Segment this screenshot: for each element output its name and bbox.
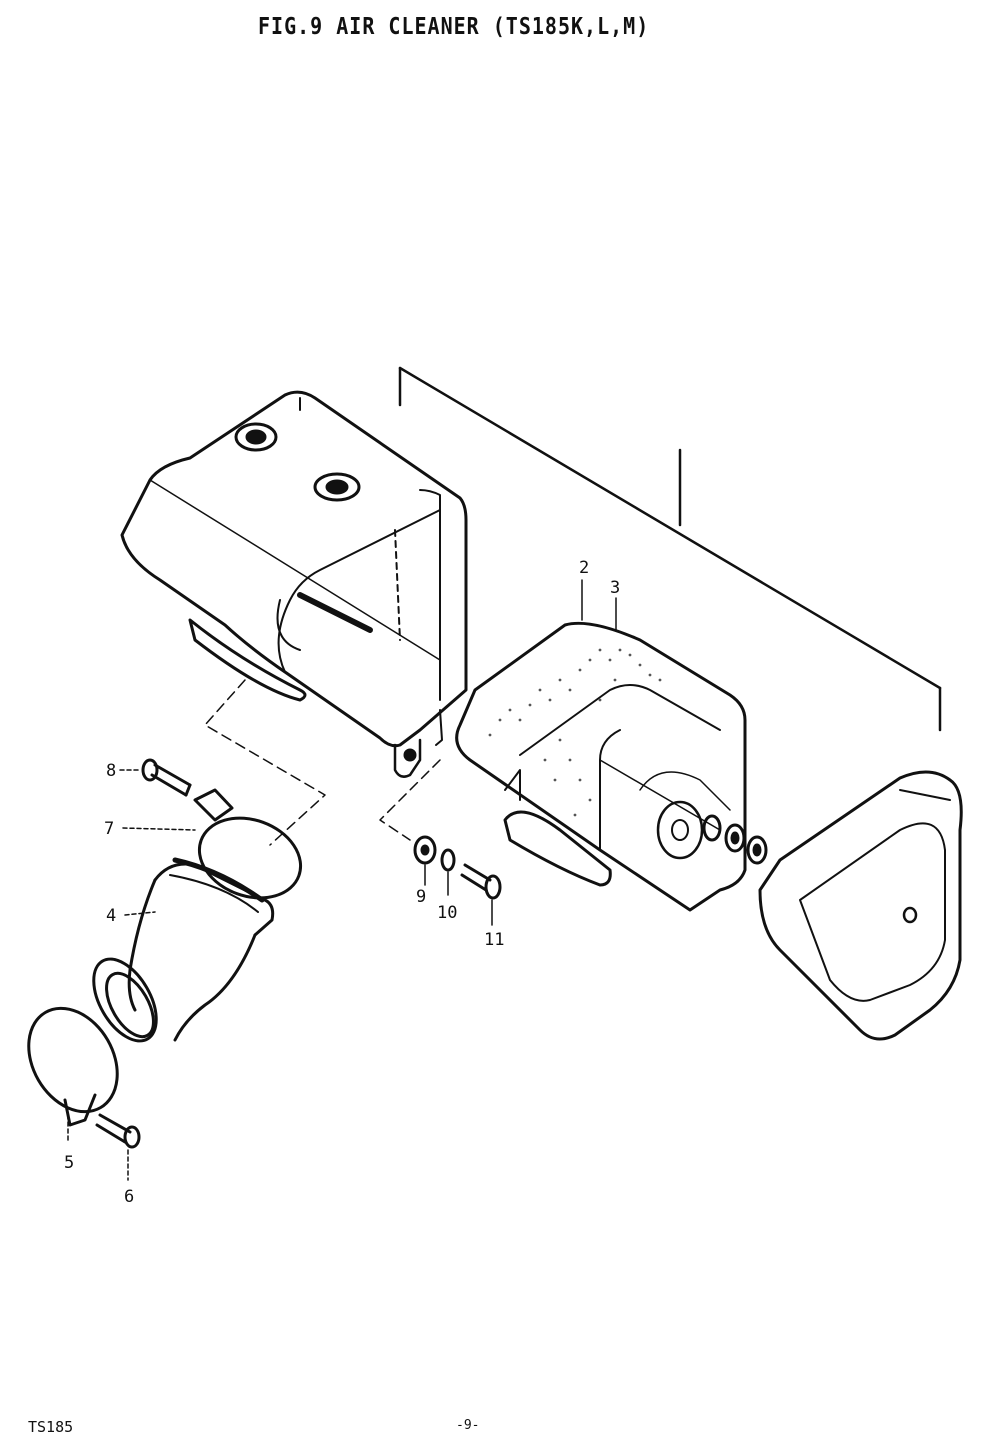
callout-4: 4	[106, 906, 116, 926]
callout-5: 5	[64, 1153, 74, 1173]
connector-leaders	[204, 679, 441, 846]
bolt-11	[460, 863, 502, 900]
footer-page-number: -9-	[456, 1418, 480, 1433]
clamp-7	[193, 788, 303, 900]
callout-8: 8	[106, 761, 116, 781]
clamp-5	[27, 1006, 119, 1127]
intake-pipe-4	[92, 857, 275, 1043]
washer-9	[413, 835, 437, 865]
callout-9: 9	[416, 887, 426, 907]
figure-title: FIG.9 AIR CLEANER (TS185K,L,M)	[258, 12, 650, 40]
air-cleaner-case	[120, 390, 468, 778]
footer-model: TS185	[28, 1418, 74, 1436]
callout-leaders	[67, 579, 617, 1181]
callout-3: 3	[610, 578, 620, 598]
filter-washers	[702, 814, 768, 865]
callout-6: 6	[124, 1187, 134, 1207]
callout-11: 11	[484, 930, 504, 950]
bolt-8	[141, 758, 192, 797]
filter-element	[455, 621, 747, 912]
callout-numbers: 2 3 4 5 6 7 8 9 10 11	[64, 558, 620, 1207]
air-cleaner-cover	[758, 770, 963, 1041]
callout-10: 10	[437, 903, 457, 923]
screw-6	[95, 1113, 141, 1149]
lock-washer-10	[440, 848, 456, 872]
assembly-bracket	[398, 366, 942, 732]
callout-7: 7	[104, 819, 114, 839]
callout-2: 2	[579, 558, 589, 578]
